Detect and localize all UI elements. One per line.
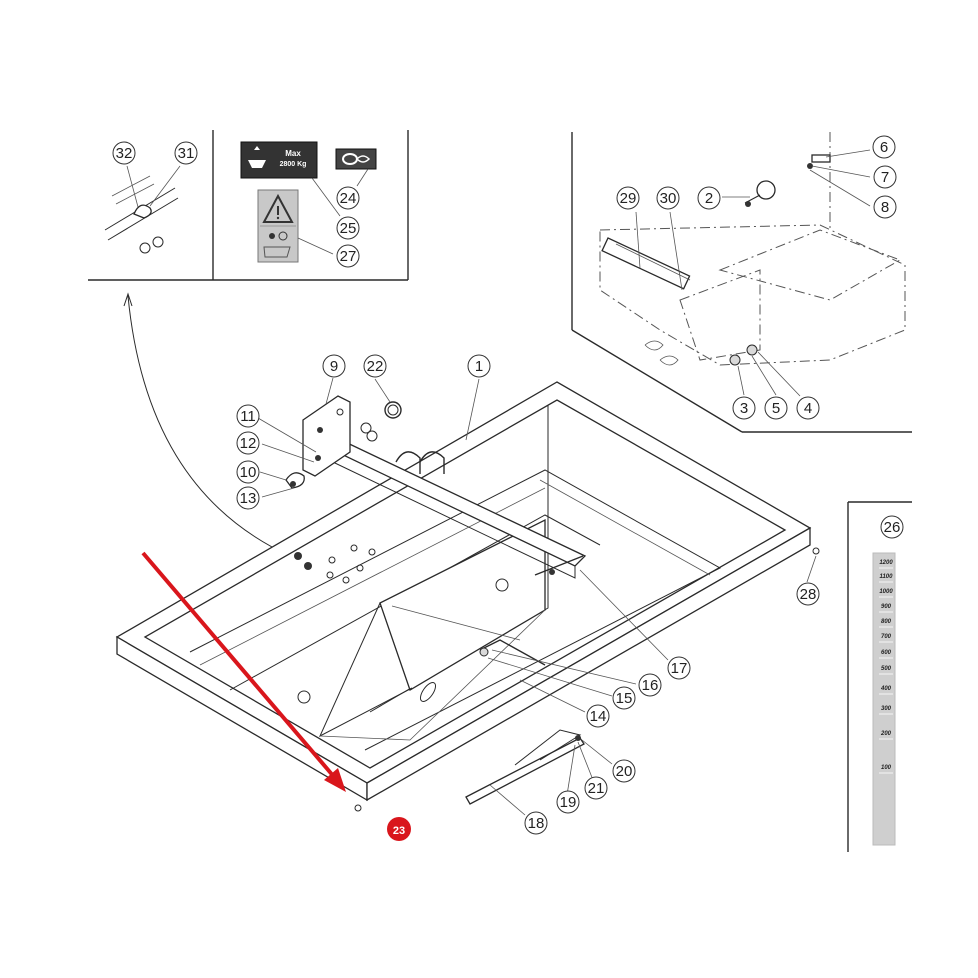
callout-circle-3	[732, 396, 756, 420]
callout-label-2: 2	[705, 190, 713, 207]
scale-tick-600: 600	[881, 650, 892, 656]
scale-panel: 1200 1100 1000 900 800 700 600 500 400 300 200 100	[847, 501, 912, 852]
callout-label-8: 8	[881, 199, 889, 216]
callout-circle-19	[556, 790, 580, 814]
inset-panel-right	[571, 132, 912, 433]
load-decal: Max 2800 Kg	[240, 141, 318, 179]
callout-label-22: 22	[367, 358, 384, 375]
scale-tick-900: 900	[881, 604, 892, 610]
callout-circle-16	[638, 673, 662, 697]
callout-label-14: 14	[590, 708, 607, 725]
callout-label-7: 7	[881, 169, 889, 186]
callout-label-30: 30	[660, 190, 677, 207]
callout-label-6: 6	[880, 139, 888, 156]
callout-label-3: 3	[740, 400, 748, 417]
callout-label-27: 27	[340, 248, 357, 265]
callout-circle-13	[236, 486, 260, 510]
callout-label-29: 29	[620, 190, 637, 207]
callout-label-19: 19	[560, 794, 577, 811]
callout-label-10: 10	[240, 464, 257, 481]
callout-circle-26	[880, 515, 904, 539]
callout-circle-32	[112, 141, 136, 165]
inset-panel-left: Max 2800 Kg	[88, 130, 409, 281]
callout-label-17: 17	[671, 660, 688, 677]
callout-label-25: 25	[340, 220, 357, 237]
callout-circle-10	[236, 460, 260, 484]
callout-circle-9	[322, 354, 346, 378]
callout-label-32: 32	[116, 145, 133, 162]
scale-tick-1000: 1000	[879, 589, 893, 595]
scale-tick-100: 100	[881, 765, 892, 771]
scale-tick-300: 300	[881, 706, 892, 712]
callout-label-9: 9	[330, 358, 338, 375]
callout-label-12: 12	[240, 435, 257, 452]
callout-label-1: 1	[475, 358, 483, 375]
callout-circle-24	[336, 186, 360, 210]
hook-decal	[335, 148, 377, 170]
callout-circle-14	[586, 704, 610, 728]
callout-label-4: 4	[804, 400, 812, 417]
callout-label-28: 28	[800, 586, 817, 603]
scale-tick-500: 500	[881, 666, 892, 672]
callout-circle-28	[796, 582, 820, 606]
callout-circle-1	[467, 354, 491, 378]
highlight-callout-circle[interactable]	[387, 817, 411, 841]
decal-max-text: Max	[285, 149, 301, 158]
scale-tick-700: 700	[881, 634, 892, 640]
callout-circle-6	[872, 135, 896, 159]
main-frame	[115, 377, 820, 816]
callout-circle-27	[336, 244, 360, 268]
callout-label-24: 24	[340, 190, 357, 207]
reference-arrow	[123, 292, 315, 577]
callout-circle-22	[363, 354, 387, 378]
callout-circle-11	[236, 404, 260, 428]
scale-tick-400: 400	[880, 686, 892, 692]
scale-tick-800: 800	[881, 619, 892, 625]
decal-capacity-text: 2800 Kg	[280, 161, 307, 168]
warning-decal	[257, 189, 299, 263]
callout-label-16: 16	[642, 677, 659, 694]
callout-label-20: 20	[616, 763, 633, 780]
callout-label-15: 15	[616, 690, 633, 707]
callout-circle-30	[656, 186, 680, 210]
scale-ticks: 1200 1100 1000 900 800 700 600 500 400 300 200 100	[879, 560, 894, 774]
callout-circle-4	[796, 396, 820, 420]
highlight-arrow	[141, 551, 346, 792]
callout-circle-12	[236, 431, 260, 455]
callout-label-31: 31	[178, 145, 195, 162]
scale-tick-200: 200	[880, 731, 892, 737]
scale-tick-1200: 1200	[879, 560, 893, 566]
clip-detail	[104, 175, 179, 254]
callout-circle-20	[612, 759, 636, 783]
callout-circle-15	[612, 686, 636, 710]
callout-label-18: 18	[528, 815, 545, 832]
highlight-callout-label[interactable]: 23	[393, 825, 405, 837]
callout-circle-18	[524, 811, 548, 835]
callout-circle-31	[174, 141, 198, 165]
callout-circle-25	[336, 216, 360, 240]
callout-label-26: 26	[884, 519, 901, 536]
callout-label-13: 13	[240, 490, 257, 507]
callout-circle-17	[667, 656, 691, 680]
callout-label-21: 21	[588, 780, 605, 797]
highlight-callout[interactable]	[387, 817, 411, 841]
callout-circle-29	[616, 186, 640, 210]
callout-circle-7	[873, 165, 897, 189]
callout-circle-2	[697, 186, 721, 210]
callout-label-5: 5	[772, 400, 780, 417]
callout-circle-8	[873, 195, 897, 219]
callout-circle-21	[584, 776, 608, 800]
scale-tick-1100: 1100	[880, 574, 894, 580]
callout-circle-5	[764, 396, 788, 420]
callout-label-11: 11	[240, 408, 256, 425]
